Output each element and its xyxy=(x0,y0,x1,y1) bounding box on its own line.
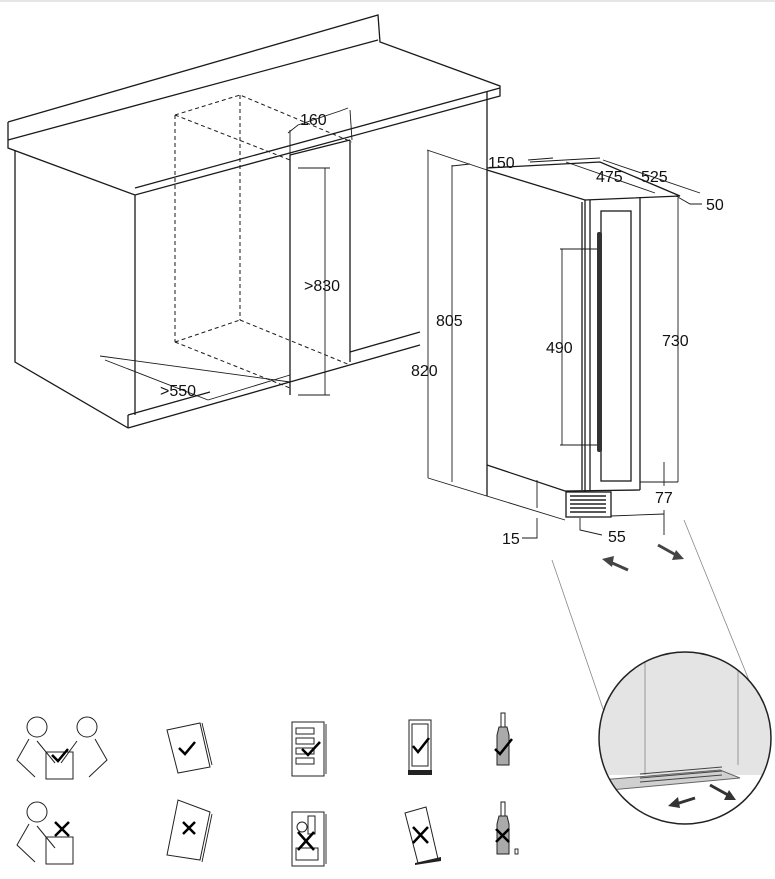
pictogram-wine-bottle-not-ok xyxy=(495,801,519,855)
dim-depth-body: 475 xyxy=(596,169,623,186)
pictogram-bottles-only-ok xyxy=(291,721,327,777)
dim-depth-total: 525 xyxy=(641,169,668,186)
kitchen-cabinet xyxy=(7,14,501,429)
dim-side-offset: 150 xyxy=(488,155,515,172)
pictogram-food-not-ok xyxy=(291,811,327,867)
dim-cabinet-height: >830 xyxy=(304,278,340,295)
pictogram-manual-not-ok xyxy=(166,799,213,863)
airflow-arrows xyxy=(602,543,684,572)
pictogram-manual-ok xyxy=(166,722,213,774)
dim-height-total: 820 xyxy=(411,363,438,380)
pictogram-two-person-lift-ok xyxy=(16,716,108,780)
dim-top-gap: 50 xyxy=(706,197,724,214)
wine-cooler xyxy=(426,149,702,539)
pictogram-wine-bottle-ok xyxy=(494,712,513,766)
pictogram-upright-transport-ok xyxy=(408,719,432,775)
pictogram-tilted-transport-not-ok xyxy=(404,806,441,865)
dim-bottom-gap: 15 xyxy=(502,531,520,548)
dim-door-height: 730 xyxy=(662,333,689,350)
pictogram-single-person-lift-not-ok xyxy=(16,801,74,865)
ventilation-detail-inset xyxy=(551,519,772,825)
dim-handle-length: 490 xyxy=(546,340,573,357)
dim-plinth-depth: 55 xyxy=(608,529,626,546)
dim-cabinet-depth: >550 xyxy=(160,383,196,400)
dim-height-body: 805 xyxy=(436,313,463,330)
dim-plinth-height: 77 xyxy=(655,490,673,507)
dim-cabinet-width: 160 xyxy=(300,112,327,129)
